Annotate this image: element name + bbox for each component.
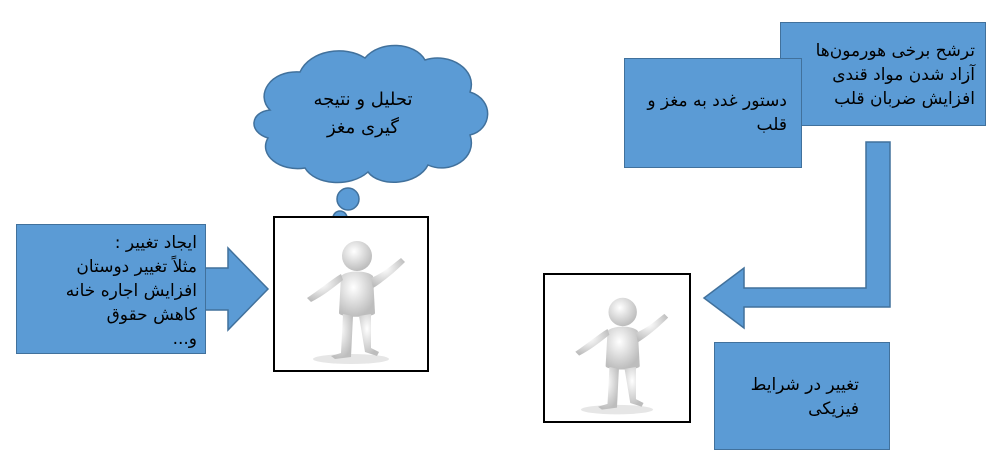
thought-bubble-large — [336, 187, 360, 211]
hormone-box-text: ترشح برخی هورمون‌ها آزاد شدن مواد قندی ا… — [815, 41, 975, 109]
person-figure-left — [307, 241, 405, 364]
change-box-text: ایجاد تغییر : مثلاً تغییر دوستان افزایش … — [65, 233, 197, 349]
person-figure-right — [575, 297, 669, 415]
right-arrow — [199, 246, 270, 332]
command-box-text: دستور غدد به مغز و قلب — [647, 91, 787, 135]
thought-cloud-text: تحلیل و نتیجه گیری مغز — [313, 89, 413, 138]
hormone-box: ترشح برخی هورمون‌ها آزاد شدن مواد قندی ا… — [780, 22, 986, 126]
thought-cloud — [253, 44, 489, 184]
command-box: دستور غدد به مغز و قلب — [624, 58, 802, 168]
physical-box-text: تغییر در شرایط فیزیکی — [750, 375, 859, 419]
figure-frame-left — [273, 216, 429, 372]
figure-frame-right — [543, 273, 691, 423]
bent-arrow — [702, 141, 891, 330]
physical-box: تغییر در شرایط فیزیکی — [714, 342, 890, 450]
change-box: ایجاد تغییر : مثلاً تغییر دوستان افزایش … — [16, 224, 206, 354]
